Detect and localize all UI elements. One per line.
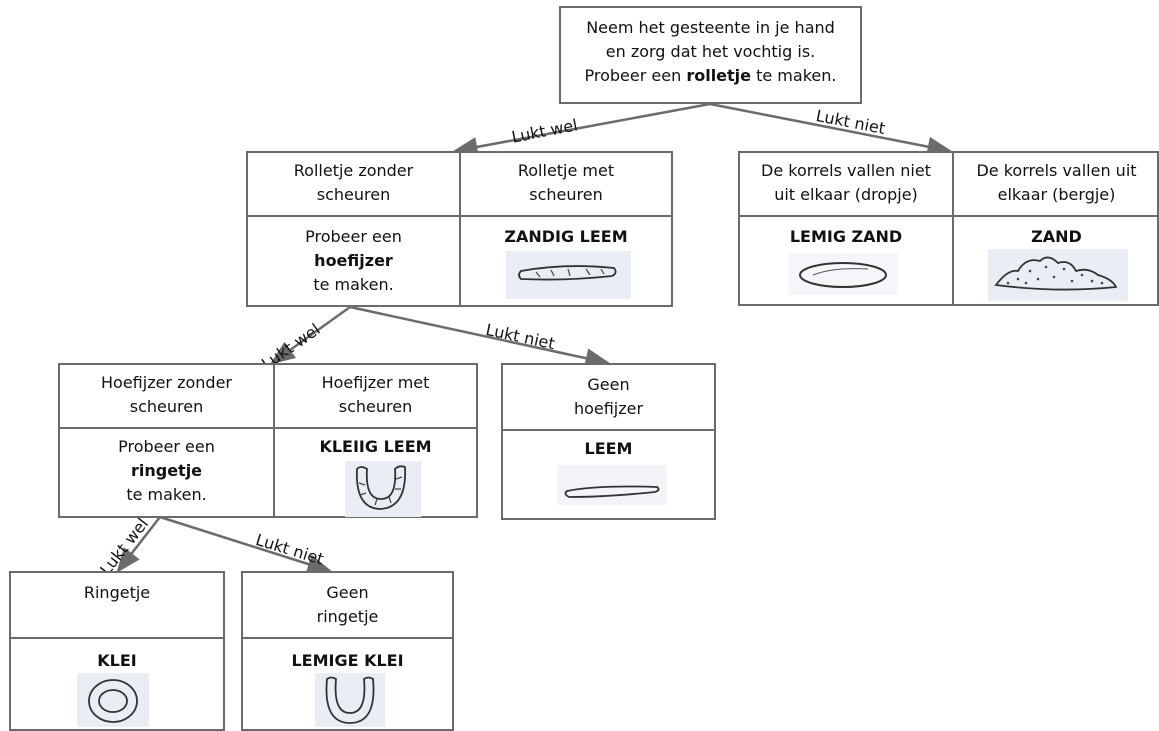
roll-next-bold: hoefijzer: [314, 251, 393, 270]
result-zandig-leem: ZANDIG LEEM: [504, 227, 628, 246]
roll-next-line-3: te maken.: [313, 275, 394, 294]
ring-label: Ringetje: [83, 583, 151, 602]
ring-sketch-icon: [77, 673, 149, 727]
arrow-top-no: [709, 102, 953, 157]
roll-no-cracks-line-1: Rolletje zonder: [293, 161, 414, 180]
grains-no-fall-line-2: uit elkaar (dropje): [774, 185, 918, 204]
result-kleiig-leem: KLEIIG LEEM: [319, 437, 432, 456]
no-horseshoe-box: Geen hoefijzer LEEM: [501, 363, 716, 520]
arrow-ring-yes: [116, 516, 161, 573]
result-lemige-klei: LEMIGE KLEI: [291, 651, 404, 670]
result-zand: ZAND: [1031, 227, 1082, 246]
grains-fall-line-1: De korrels vallen uit: [976, 161, 1137, 180]
horseshoe-next-bold: ringetje: [130, 461, 203, 480]
arrow-top-yes: [452, 102, 711, 157]
arrow-horseshoe-no: [349, 305, 611, 368]
roll-with-cracks-line-1: Rolletje met: [517, 161, 615, 180]
arrow-ring-no: [159, 515, 333, 574]
result-leem: LEEM: [584, 439, 633, 458]
result-klei: KLEI: [97, 651, 137, 670]
roll-next-line-1: Probeer een: [305, 227, 402, 246]
thin-roll-sketch-icon: [557, 465, 667, 505]
grain-pile-sketch-icon: [988, 249, 1128, 301]
start-line-3: Probeer een rolletje te maken.: [584, 66, 837, 85]
grains-result-box: De korrels vallen niet uit elkaar (dropj…: [738, 151, 1159, 306]
start-line-2: en zorg dat het vochtig is.: [605, 42, 816, 61]
no-horseshoe-line-1: Geen: [587, 375, 630, 394]
cracked-horseshoe-sketch-icon: [345, 461, 421, 517]
ring-result-box: Ringetje KLEI: [9, 571, 225, 731]
horseshoe-result-box: Hoefijzer zonder scheuren Hoefijzer met …: [58, 363, 478, 518]
roll-no-cracks-line-2: scheuren: [316, 185, 391, 204]
result-lemig-zand: LEMIG ZAND: [789, 227, 903, 246]
horseshoe-sketch-icon: [315, 673, 385, 727]
horseshoe-next-line-3: te maken.: [126, 485, 207, 504]
start-box: Neem het gesteente in je hand en zorg da…: [559, 6, 862, 104]
no-ring-line-2: ringetje: [316, 607, 379, 626]
roll-with-cracks-line-2: scheuren: [529, 185, 603, 204]
no-ring-box: Geen ringetje LEMIGE KLEI: [241, 571, 454, 731]
flat-blob-sketch-icon: [788, 253, 898, 295]
cracked-roll-sketch-icon: [506, 251, 631, 299]
horseshoe-no-cracks-line-2: scheuren: [129, 397, 204, 416]
no-ring-line-1: Geen: [326, 583, 369, 602]
no-horseshoe-line-2: hoefijzer: [573, 399, 644, 418]
horseshoe-with-cracks-line-2: scheuren: [338, 397, 413, 416]
arrow-horseshoe-yes: [269, 305, 351, 365]
horseshoe-no-cracks-line-1: Hoefijzer zonder: [101, 373, 232, 392]
horseshoe-next-line-1: Probeer een: [118, 437, 215, 456]
grains-no-fall-line-1: De korrels vallen niet: [761, 161, 931, 180]
start-line-1: Neem het gesteente in je hand: [586, 18, 835, 37]
roll-result-box: Rolletje zonder scheuren Rolletje met sc…: [246, 151, 673, 307]
grains-fall-line-2: elkaar (bergje): [997, 185, 1116, 204]
horseshoe-with-cracks-line-1: Hoefijzer met: [321, 373, 430, 392]
